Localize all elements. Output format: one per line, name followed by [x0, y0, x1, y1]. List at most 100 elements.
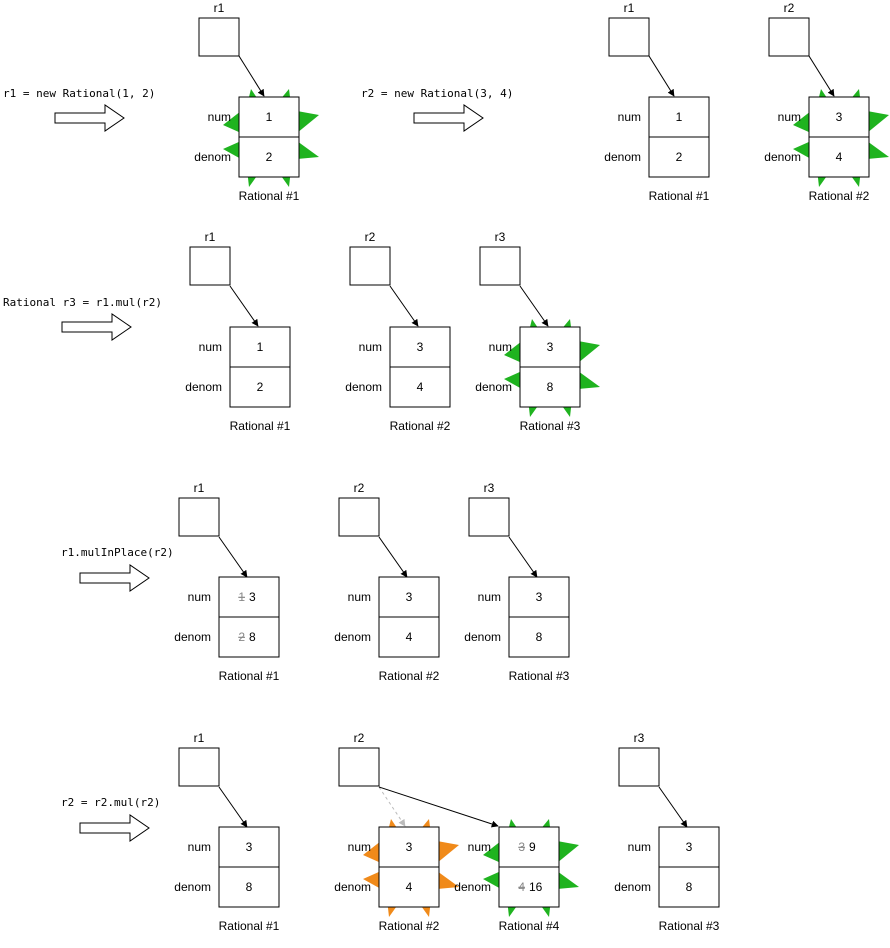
step3-var-r1-label: r1 — [205, 230, 216, 244]
step4-obj3-denom-value: 8 — [536, 630, 543, 644]
step5-obj4-caption: Rational #4 — [499, 919, 560, 933]
step4-obj1-num-old: 1 — [238, 590, 245, 604]
step5-obj4-denom-value: 16 — [529, 880, 543, 894]
step5-obj4-num-old: 3 — [518, 840, 525, 854]
step4-obj3-denom-label: denom — [464, 630, 501, 644]
step4-obj2-num-value: 3 — [406, 590, 413, 604]
step3-obj1-caption: Rational #1 — [230, 419, 291, 433]
step3-var-r2-label: r2 — [365, 230, 376, 244]
step5-obj4-highlight-spike-r2 — [557, 871, 579, 889]
step3-obj3-highlight-spike-r1 — [578, 341, 600, 363]
step5-obj2-num-label: num — [348, 840, 371, 854]
step4-obj1-caption: Rational #1 — [219, 669, 280, 683]
step1-code: r1 = new Rational(1, 2) — [3, 87, 155, 100]
step5-obj4-highlight-spike-l2 — [483, 871, 501, 889]
step5-obj2-num-cell — [378, 826, 440, 868]
step4-obj2-num-label: num — [348, 590, 371, 604]
step4-obj1-num-label: num — [188, 590, 211, 604]
step1-var-r1-label: r1 — [214, 1, 225, 15]
step4-obj3-num-label: num — [478, 590, 501, 604]
step2-obj2-num-label: num — [778, 110, 801, 124]
step3-var-r1-box — [189, 246, 231, 286]
step3-obj1-num-value: 1 — [257, 340, 264, 354]
step3-obj1-num-label: num — [199, 340, 222, 354]
step3-obj2-denom-label: denom — [345, 380, 382, 394]
step1-var-r1-box — [198, 17, 240, 57]
step5-var-r2-box — [338, 747, 380, 787]
step5-obj4-num-label: num — [468, 840, 491, 854]
step4-obj3-denom-cell — [508, 616, 570, 658]
step5-obj1-num-label: num — [188, 840, 211, 854]
step4-obj3-caption: Rational #3 — [509, 669, 570, 683]
step1-obj1-highlight-spike-r2 — [297, 141, 319, 159]
step1-obj1-highlight-spike-l2 — [223, 141, 241, 159]
step4-obj2-denom-cell — [378, 616, 440, 658]
step1-obj1-denom-cell — [238, 136, 300, 178]
step3-obj2-num-cell — [389, 326, 451, 368]
step4-r1-pointer — [218, 536, 248, 578]
step4-r2-pointer — [378, 536, 408, 578]
step1-fat-arrow — [54, 104, 125, 132]
step5-obj2-denom-label: denom — [334, 880, 371, 894]
step3-var-r3-label: r3 — [495, 230, 506, 244]
step5-code: r2 = r2.mul(r2) — [61, 796, 160, 809]
step5-obj4-denom-cell — [498, 866, 560, 908]
step3-obj2-denom-cell — [389, 366, 451, 408]
step5-var-r1-box — [178, 747, 220, 787]
step5-obj3-denom-cell — [658, 866, 720, 908]
step4-var-r1-box — [178, 497, 220, 537]
step3-obj3-highlight-spike-r2 — [578, 371, 600, 389]
step5-obj3-denom-value: 8 — [686, 880, 693, 894]
step4-var-r3-box — [468, 497, 510, 537]
step3-obj3-num-value: 3 — [547, 340, 554, 354]
step3-var-r2-box — [349, 246, 391, 286]
step2-var-r2-box — [768, 17, 810, 57]
step2-var-r1-box — [608, 17, 650, 57]
step5-obj3-denom-label: denom — [614, 880, 651, 894]
step4-obj1-num-value: 3 — [249, 590, 256, 604]
step5-obj4-denom-label: denom — [454, 880, 491, 894]
step4-code: r1.mulInPlace(r2) — [61, 546, 174, 559]
step4-obj2-denom-value: 4 — [406, 630, 413, 644]
step3-code: Rational r3 = r1.mul(r2) — [3, 296, 162, 309]
step5-r2-pointer — [378, 786, 499, 828]
step2-obj1-num-cell — [648, 96, 710, 138]
step1-obj1-num-cell — [238, 96, 300, 138]
step4-obj2-num-cell — [378, 576, 440, 618]
step4-obj3-num-value: 3 — [536, 590, 543, 604]
step3-obj3-num-cell — [519, 326, 581, 368]
step5-fat-arrow — [79, 814, 150, 842]
step5-obj2-caption: Rational #2 — [379, 919, 440, 933]
step1-obj1-caption: Rational #1 — [239, 189, 300, 203]
step2-obj1-caption: Rational #1 — [649, 189, 710, 203]
step1-r1-pointer — [238, 55, 265, 97]
step4-obj1-denom-old: 2 — [238, 630, 245, 644]
step2-obj2-highlight-spike-l1 — [793, 111, 811, 133]
step5-obj3-num-label: num — [628, 840, 651, 854]
step4-var-r3-label: r3 — [484, 481, 495, 495]
step5-obj3-num-value: 3 — [686, 840, 693, 854]
step2-obj2-denom-cell — [808, 136, 870, 178]
step4-obj1-denom-value: 8 — [249, 630, 256, 644]
step3-obj2-denom-value: 4 — [417, 380, 424, 394]
step5-obj1-denom-label: denom — [174, 880, 211, 894]
step5-r2-old-pointer — [378, 786, 406, 827]
step5-obj4-denom-old: 4 — [518, 880, 525, 894]
step3-r1-pointer — [229, 285, 259, 327]
step2-var-r1-label: r1 — [624, 1, 635, 15]
step4-obj2-denom-label: denom — [334, 630, 371, 644]
step2-r2-pointer — [808, 55, 835, 97]
step5-obj1-num-value: 3 — [246, 840, 253, 854]
diagram-layer: r1 = new Rational(1, 2)r1numdenom12Ratio… — [3, 1, 870, 933]
step3-obj2-caption: Rational #2 — [390, 419, 451, 433]
step5-var-r1-label: r1 — [194, 731, 205, 745]
step2-obj2-highlight-spike-r1 — [867, 111, 889, 133]
step2-obj1-num-value: 1 — [676, 110, 683, 124]
step2-r1-pointer — [648, 55, 675, 97]
step4-fat-arrow — [79, 564, 150, 592]
step3-obj1-denom-cell — [229, 366, 291, 408]
step2-obj2-denom-label: denom — [764, 150, 801, 164]
step3-var-r3-box — [479, 246, 521, 286]
step3-obj3-denom-cell — [519, 366, 581, 408]
